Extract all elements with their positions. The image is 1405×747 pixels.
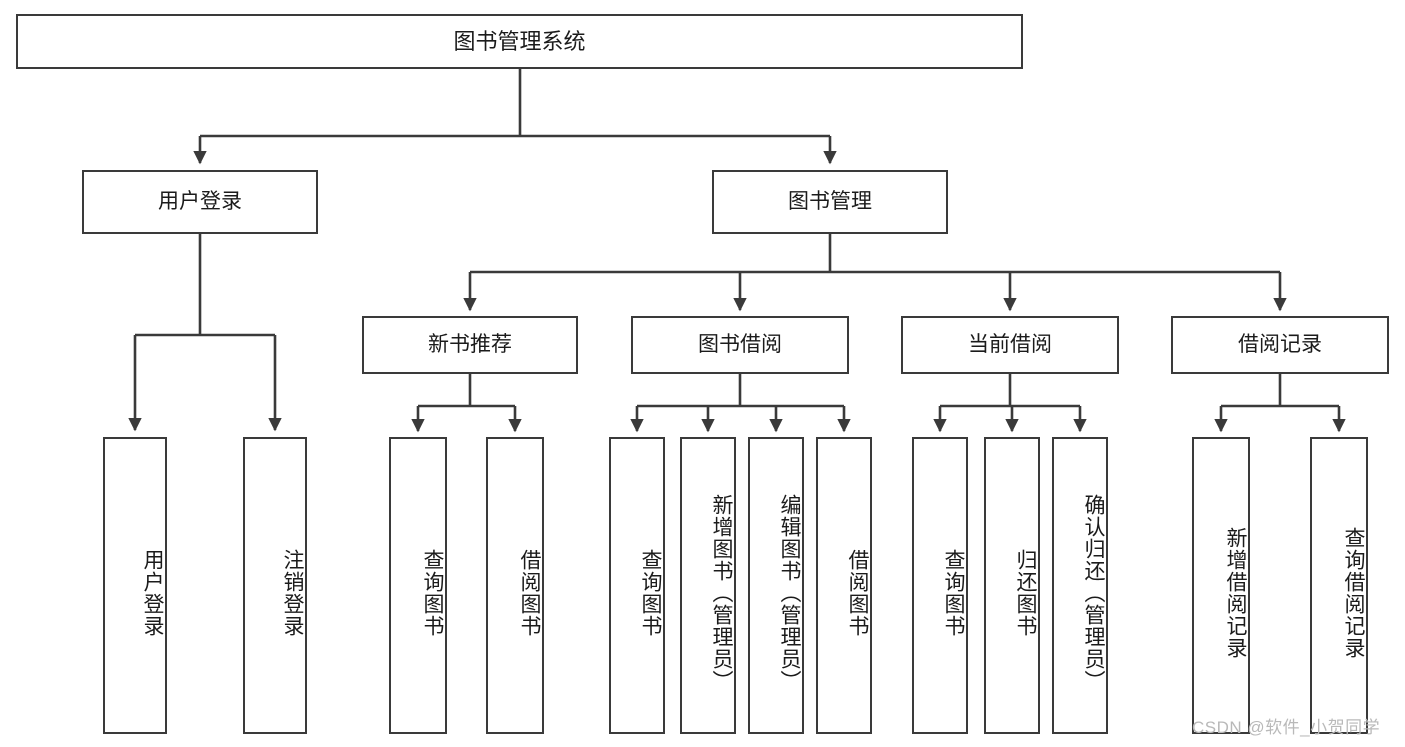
node-leaf-rec-add-record-label: 新增借阅记录 bbox=[1224, 526, 1247, 659]
node-root[interactable]: 图书管理系统 bbox=[16, 14, 1023, 69]
node-leaf-rec-borrow-book[interactable]: 借阅图书 bbox=[486, 437, 544, 734]
node-book-manage[interactable]: 图书管理 bbox=[712, 170, 948, 234]
node-leaf-borrow-query-book-label: 查询图书 bbox=[639, 548, 662, 637]
node-leaf-borrow-edit-book-label: 编辑图书（管理员） bbox=[778, 493, 801, 692]
node-leaf-cur-query-book-label: 查询图书 bbox=[942, 548, 965, 637]
node-book-borrow[interactable]: 图书借阅 bbox=[631, 316, 849, 374]
node-leaf-rec-query-book-label: 查询图书 bbox=[421, 548, 444, 637]
node-current-borrow[interactable]: 当前借阅 bbox=[901, 316, 1119, 374]
node-leaf-user-login-label: 用户登录 bbox=[141, 548, 164, 637]
node-leaf-borrow-edit-book[interactable]: 编辑图书（管理员） bbox=[748, 437, 804, 734]
node-leaf-user-logout-label: 注销登录 bbox=[281, 548, 304, 637]
node-user-login[interactable]: 用户登录 bbox=[82, 170, 318, 234]
node-new-book-rec[interactable]: 新书推荐 bbox=[362, 316, 578, 374]
node-leaf-rec-query-record[interactable]: 查询借阅记录 bbox=[1310, 437, 1368, 734]
node-leaf-borrow-borrow-book-label: 借阅图书 bbox=[846, 548, 869, 637]
node-current-borrow-label: 当前借阅 bbox=[968, 332, 1052, 356]
node-new-book-rec-label: 新书推荐 bbox=[428, 332, 512, 356]
node-leaf-borrow-borrow-book[interactable]: 借阅图书 bbox=[816, 437, 872, 734]
node-leaf-rec-borrow-book-label: 借阅图书 bbox=[518, 548, 541, 637]
node-leaf-borrow-query-book[interactable]: 查询图书 bbox=[609, 437, 665, 734]
node-leaf-cur-query-book[interactable]: 查询图书 bbox=[912, 437, 968, 734]
node-leaf-cur-return-book[interactable]: 归还图书 bbox=[984, 437, 1040, 734]
node-leaf-cur-return-book-label: 归还图书 bbox=[1014, 548, 1037, 637]
node-leaf-user-login[interactable]: 用户登录 bbox=[103, 437, 167, 734]
node-leaf-borrow-add-book[interactable]: 新增图书（管理员） bbox=[680, 437, 736, 734]
node-leaf-user-logout[interactable]: 注销登录 bbox=[243, 437, 307, 734]
node-book-manage-label: 图书管理 bbox=[788, 189, 872, 213]
node-root-label: 图书管理系统 bbox=[453, 28, 586, 54]
node-leaf-rec-add-record[interactable]: 新增借阅记录 bbox=[1192, 437, 1250, 734]
node-leaf-rec-query-book[interactable]: 查询图书 bbox=[389, 437, 447, 734]
node-leaf-cur-confirm-return-label: 确认归还（管理员） bbox=[1082, 493, 1105, 692]
node-book-borrow-label: 图书借阅 bbox=[698, 332, 782, 356]
node-leaf-borrow-add-book-label: 新增图书（管理员） bbox=[710, 493, 733, 692]
csdn-watermark: CSDN @软件_小贺同学 bbox=[1192, 718, 1381, 737]
node-borrow-record-label: 借阅记录 bbox=[1238, 332, 1322, 356]
node-leaf-cur-confirm-return[interactable]: 确认归还（管理员） bbox=[1052, 437, 1108, 734]
node-leaf-rec-query-record-label: 查询借阅记录 bbox=[1342, 526, 1365, 659]
node-borrow-record[interactable]: 借阅记录 bbox=[1171, 316, 1389, 374]
node-user-login-label: 用户登录 bbox=[158, 189, 242, 213]
